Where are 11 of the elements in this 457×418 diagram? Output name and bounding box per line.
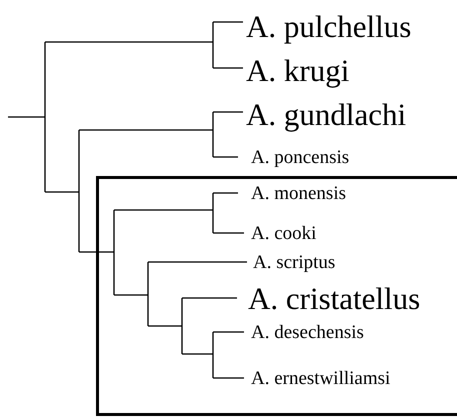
species-label: A. krugi xyxy=(246,54,350,86)
species-label: A. pulchellus xyxy=(246,10,412,42)
species-label: A. scriptus xyxy=(253,252,336,272)
species-label: A. poncensis xyxy=(251,148,350,166)
species-label: A. desechensis xyxy=(251,322,364,342)
species-label: A. gundlachi xyxy=(246,98,406,130)
species-label: A. cooki xyxy=(251,224,316,242)
species-label: A. monensis xyxy=(251,184,346,202)
species-label: A. cristatellus xyxy=(248,282,420,314)
species-label: A. ernestwilliamsi xyxy=(251,368,390,388)
clade-frame xyxy=(96,176,457,416)
